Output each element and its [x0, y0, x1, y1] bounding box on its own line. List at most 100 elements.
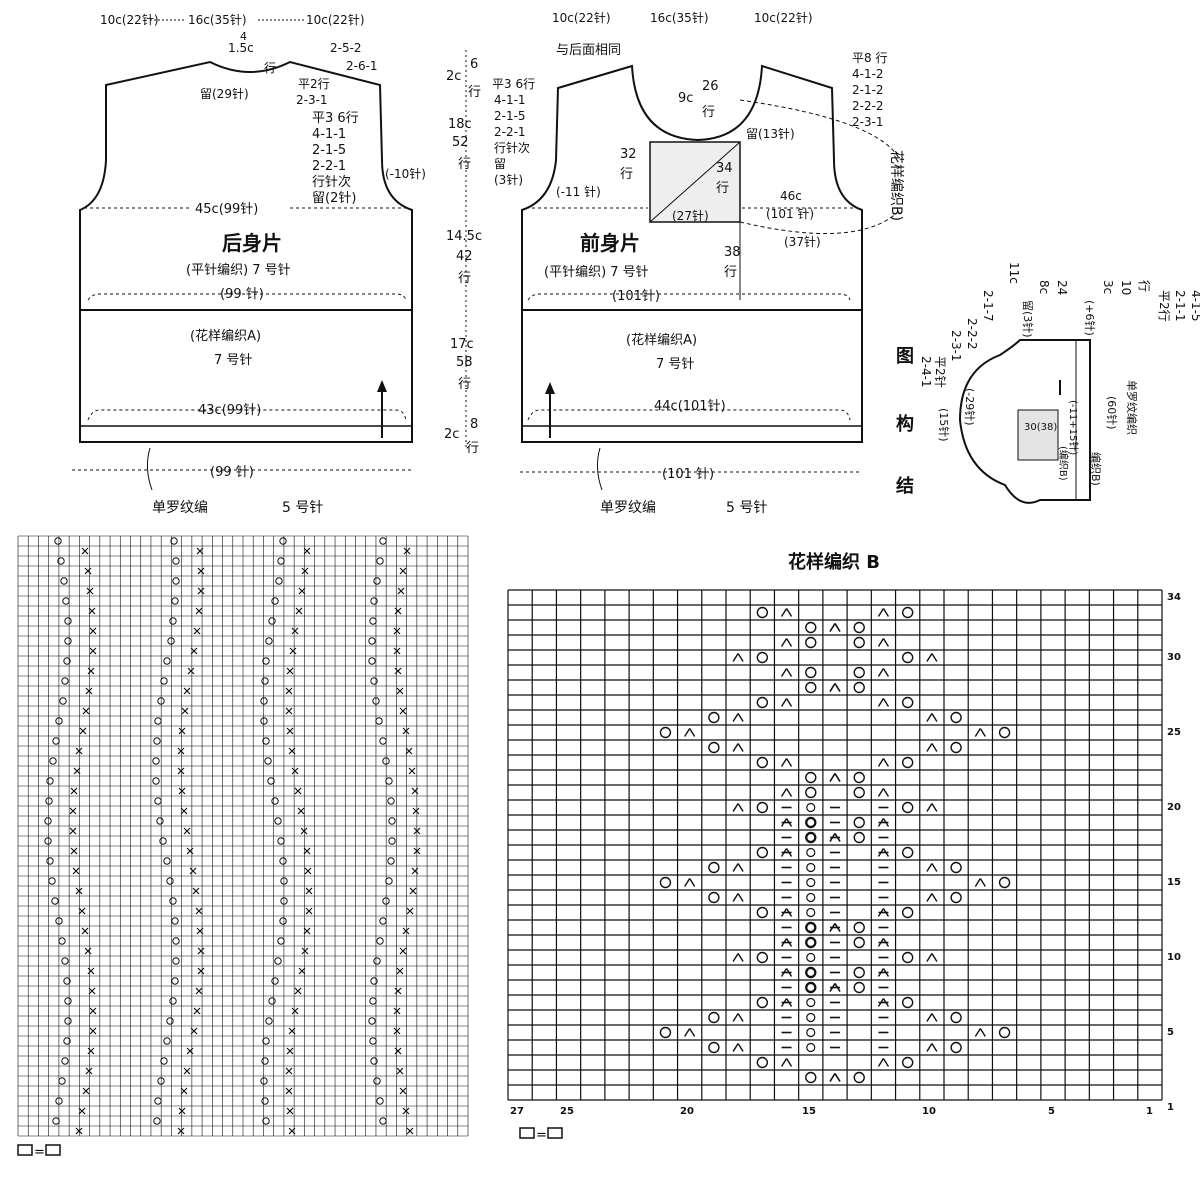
yarn-over-mark: [274, 817, 282, 825]
decrease-mark: [177, 1127, 185, 1135]
yarn-over-mark: [63, 657, 71, 665]
yarn-over-mark: [950, 741, 962, 754]
yarn-over-mark: [260, 1077, 268, 1085]
yarn-over-mark: [64, 617, 72, 625]
decrease-mark: [297, 807, 305, 815]
front-shoulder-7: (3针): [494, 172, 523, 187]
decrease-mark: [829, 773, 841, 782]
decrease-mark: [877, 608, 890, 617]
yarn-over-mark: [262, 1117, 270, 1125]
decrease-mark: [303, 547, 311, 555]
yarn-over-mark: [154, 717, 162, 725]
yarn-over-mark: [373, 957, 381, 965]
chart-b-col-label: 27: [510, 1106, 524, 1117]
yarn-over-mark: [805, 786, 817, 799]
decrease-mark: [402, 927, 410, 935]
yarn-over-mark: [166, 1017, 174, 1025]
decrease-mark: [405, 747, 413, 755]
yarn-over-mark: [373, 1077, 381, 1085]
decrease-mark: [406, 907, 414, 915]
yarn-over-mark: [806, 967, 816, 978]
chart-b-row-label: 34: [1167, 592, 1181, 603]
side-dim-13: 8: [470, 417, 478, 432]
front-width-stitches: (101 针): [766, 206, 814, 221]
decrease-mark: [81, 927, 89, 935]
yarn-over-mark: [45, 797, 53, 805]
decrease-mark: [732, 803, 744, 812]
structure-top-dim-5: 11c: [1007, 262, 1021, 284]
back-armhole-1: 平3 6行: [312, 111, 359, 126]
yarn-over-mark: [853, 681, 865, 694]
decrease-mark: [684, 728, 696, 737]
yarn-over-mark: [805, 681, 817, 694]
yarn-over-mark: [169, 997, 177, 1005]
yarn-over-mark: [901, 846, 914, 859]
back-width: 45c(99针): [195, 202, 258, 217]
yarn-over-mark: [265, 637, 273, 645]
chart-b-row-label: 30: [1167, 652, 1181, 663]
yarn-over-mark: [271, 597, 279, 605]
yarn-over-mark: [659, 876, 672, 889]
decrease-mark: [732, 653, 744, 662]
decrease-mark: [780, 758, 793, 767]
decrease-mark: [87, 667, 95, 675]
back-hem-stitches: (99 针): [210, 465, 254, 480]
yarn-over-mark: [379, 1117, 387, 1125]
decrease-mark: [303, 927, 311, 935]
structure-label-7: 单罗纹编织: [1125, 380, 1139, 435]
yarn-over-mark: [901, 906, 914, 919]
decrease-mark: [197, 947, 205, 955]
front-panel-rows2: 38: [724, 245, 741, 260]
chart-a-legend-box-2: [45, 1144, 61, 1156]
yarn-over-mark: [58, 937, 66, 945]
yarn-over-mark: [169, 897, 177, 905]
yarn-over-mark: [901, 996, 914, 1009]
yarn-over-mark: [806, 1012, 816, 1023]
yarn-over-mark: [708, 1011, 720, 1024]
yarn-over-mark: [63, 1037, 71, 1045]
chart-b-row-label: 10: [1167, 952, 1181, 963]
decrease-mark: [396, 1067, 404, 1075]
yarn-over-mark: [853, 786, 865, 799]
yarn-over-mark: [154, 1097, 162, 1105]
decrease-mark: [288, 1127, 296, 1135]
front-neck-shaping-1: 平8 行: [852, 51, 887, 65]
yarn-over-mark: [376, 937, 384, 945]
yarn-over-mark: [950, 891, 962, 904]
yarn-over-mark: [708, 741, 720, 754]
front-width: 46c: [780, 189, 802, 203]
yarn-over-mark: [806, 832, 816, 843]
yarn-over-mark: [805, 771, 817, 784]
yarn-over-mark: [275, 577, 283, 585]
yarn-over-mark: [853, 966, 865, 979]
yarn-over-mark: [370, 597, 378, 605]
yarn-over-mark: [264, 757, 272, 765]
decrease-mark: [195, 607, 203, 615]
decrease-mark: [186, 847, 194, 855]
yarn-over-mark: [659, 726, 672, 739]
yarn-over-mark: [59, 697, 67, 705]
yarn-over-mark: [170, 537, 178, 545]
yarn-over-mark: [901, 651, 914, 664]
yarn-over-mark: [998, 876, 1011, 889]
front-top-dim-mid: 16c(35针): [650, 10, 709, 25]
decrease-mark: [197, 567, 205, 575]
yarn-over-mark: [998, 726, 1011, 739]
decrease-mark: [72, 867, 80, 875]
yarn-over-mark: [370, 977, 378, 985]
decrease-mark: [89, 1007, 97, 1015]
yarn-over-mark: [369, 617, 377, 625]
front-rib-label: 单罗纹编: [600, 500, 656, 516]
yarn-over-mark: [369, 1037, 377, 1045]
front-armhole-dec: (-11 针): [556, 184, 601, 199]
decrease-mark: [406, 1127, 414, 1135]
yarn-over-mark: [382, 897, 390, 905]
decrease-mark: [178, 787, 186, 795]
decrease-mark: [190, 647, 198, 655]
decrease-mark: [399, 707, 407, 715]
decrease-mark: [300, 827, 308, 835]
back-rib-label: 单罗纹编: [152, 500, 208, 516]
back-dashed-line: [87, 293, 407, 301]
yarn-over-mark: [659, 1026, 672, 1039]
yarn-over-mark: [166, 877, 174, 885]
